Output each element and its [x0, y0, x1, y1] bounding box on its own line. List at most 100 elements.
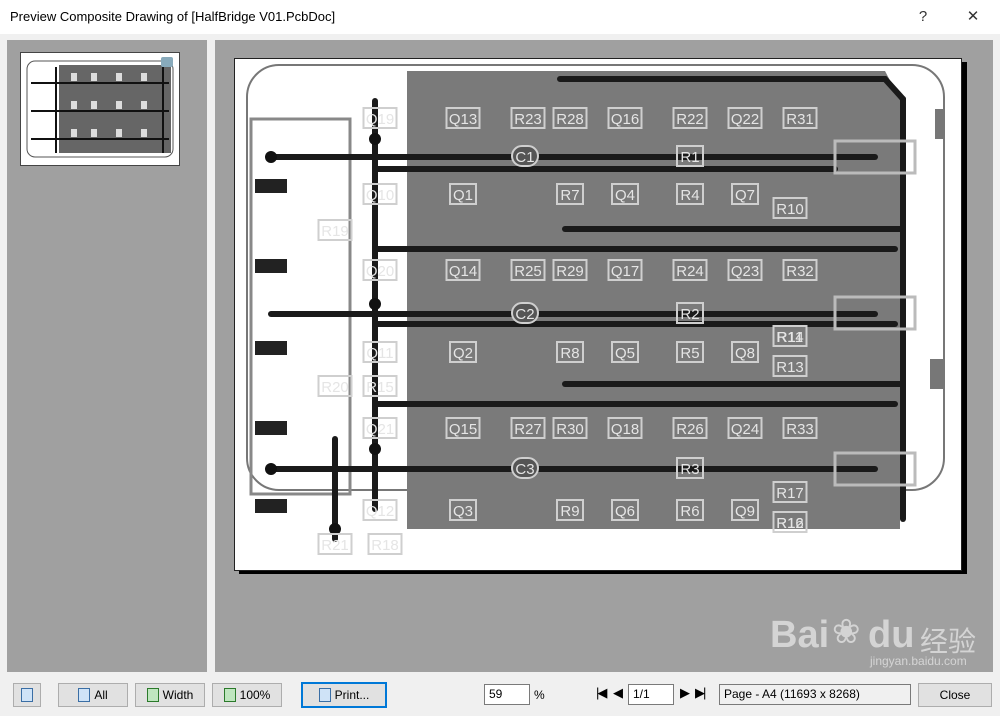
print-button[interactable]: Print...: [301, 682, 387, 708]
resistor-outline: [510, 259, 546, 281]
first-page-button[interactable]: |◀: [596, 685, 607, 700]
resistor-outline: [556, 341, 584, 363]
transistor-designator-q9: Q9: [735, 503, 755, 520]
resistor-outline: [510, 417, 546, 439]
zoom-input[interactable]: 59: [484, 684, 530, 705]
fit-all-icon: [78, 688, 91, 702]
transistor-designator-q17: Q17: [611, 263, 639, 280]
transistor-outline: [727, 107, 763, 129]
resistor-designator-r19: R19: [321, 223, 349, 240]
fit-all-label: All: [94, 688, 108, 702]
last-page-button[interactable]: ▶|: [695, 685, 706, 700]
close-button[interactable]: Close: [918, 683, 992, 707]
transistor-designator-q24: Q24: [731, 421, 759, 438]
resistor-outline: [676, 457, 704, 479]
transistor-designator-q7: Q7: [735, 187, 755, 204]
resistor-designator-r28: R28: [556, 111, 584, 128]
watermark-text: Bai: [770, 614, 830, 656]
resistor-designator-r18: R18: [371, 537, 399, 554]
resistor-designator-r20: R20: [321, 379, 349, 396]
resistor-designator-r15: R15: [366, 379, 394, 396]
bottom-toolbar: All Width 100% Print... 59 % |◀ ◀ 1/1 ▶ …: [0, 676, 1000, 716]
watermark-cn: 经验: [920, 626, 977, 657]
transistor-outline: [607, 259, 643, 281]
prev-page-button[interactable]: ◀: [613, 685, 623, 700]
fit-width-icon: [146, 688, 159, 702]
transistor-outline: [611, 499, 639, 521]
transistor-designator-q20: Q20: [366, 263, 394, 280]
cap-outline: [511, 145, 539, 167]
resistor-designator-r7: R7: [560, 187, 579, 204]
transistor-designator-q4: Q4: [615, 187, 635, 204]
cap-outline: [511, 302, 539, 324]
transistor-outline: [727, 259, 763, 281]
actual-size-icon: [223, 688, 236, 702]
cap-designator-c2: C2: [515, 306, 534, 323]
resistor-outline: [317, 375, 353, 397]
resistor-outline: [782, 417, 818, 439]
resistor-outline: [782, 107, 818, 129]
transistor-designator-q5: Q5: [615, 345, 635, 362]
resistor-designator-r3: R3: [680, 461, 699, 478]
page-info-field: Page - A4 (11693 x 8268): [719, 684, 911, 705]
resistor-designator-r1: R1: [680, 149, 699, 166]
thumbnail-icon: [21, 688, 33, 702]
page-thumbnail[interactable]: [20, 52, 180, 166]
resistor-outline: [672, 259, 708, 281]
resistor-outline: [367, 533, 403, 555]
resistor-designator-r2: R2: [680, 306, 699, 323]
transistor-outline: [362, 183, 398, 205]
transistor-designator-q13: Q13: [449, 111, 477, 128]
cap-designator-c1: C1: [515, 149, 534, 166]
transistor-outline: [362, 107, 398, 129]
transistor-designator-q2: Q2: [453, 345, 473, 362]
actual-size-button[interactable]: 100%: [212, 683, 282, 707]
transistor-outline: [727, 417, 763, 439]
baidu-watermark: Bai ❀ du 经验 jingyan.baidu.com: [770, 608, 990, 670]
resistor-designator-r4: R4: [680, 187, 699, 204]
fit-all-button[interactable]: All: [58, 683, 128, 707]
watermark-url: jingyan.baidu.com: [870, 654, 967, 668]
transistor-outline: [607, 417, 643, 439]
thumbnail-pane: [7, 40, 207, 672]
transistor-outline: [362, 417, 398, 439]
resistor-designator-r6: R6: [680, 503, 699, 520]
resistor-outline: [362, 375, 398, 397]
resistor-outline: [772, 481, 808, 503]
transistor-outline: [611, 183, 639, 205]
cap-designator-c3: C3: [515, 461, 534, 478]
transistor-outline: [362, 341, 398, 363]
transistor-designator-q15: Q15: [449, 421, 477, 438]
resistor-outline: [556, 183, 584, 205]
page-input[interactable]: 1/1: [628, 684, 674, 705]
thumbnail-toggle-button[interactable]: [13, 683, 41, 707]
transistor-designator-q8: Q8: [735, 345, 755, 362]
resistor-designator-r25: R25: [514, 263, 542, 280]
transistor-outline: [449, 499, 477, 521]
fit-width-button[interactable]: Width: [135, 683, 205, 707]
resistor-designator-r32: R32: [786, 263, 814, 280]
transistor-outline: [445, 259, 481, 281]
transistor-designator-q23: Q23: [731, 263, 759, 280]
transistor-outline: [362, 499, 398, 521]
resistor-outline: [676, 302, 704, 324]
actual-size-label: 100%: [239, 688, 271, 702]
resistor-outline: [510, 107, 546, 129]
resistor-outline: [556, 499, 584, 521]
help-button[interactable]: ?: [918, 8, 928, 25]
resistor-outline: [552, 259, 588, 281]
resistor-designator-r33: R33: [786, 421, 814, 438]
next-page-button[interactable]: ▶: [680, 685, 690, 700]
thumbnail-drawing: [26, 57, 174, 158]
close-label: Close: [939, 688, 971, 702]
fit-width-label: Width: [162, 688, 194, 702]
transistor-designator-q16: Q16: [611, 111, 639, 128]
transistor-outline: [611, 341, 639, 363]
window-close-button[interactable]: ✕: [966, 8, 980, 25]
resistor-outline: [676, 145, 704, 167]
resistor-designator-r21: R21: [321, 537, 349, 554]
resistor-outline: [552, 107, 588, 129]
printer-icon: [318, 688, 331, 702]
